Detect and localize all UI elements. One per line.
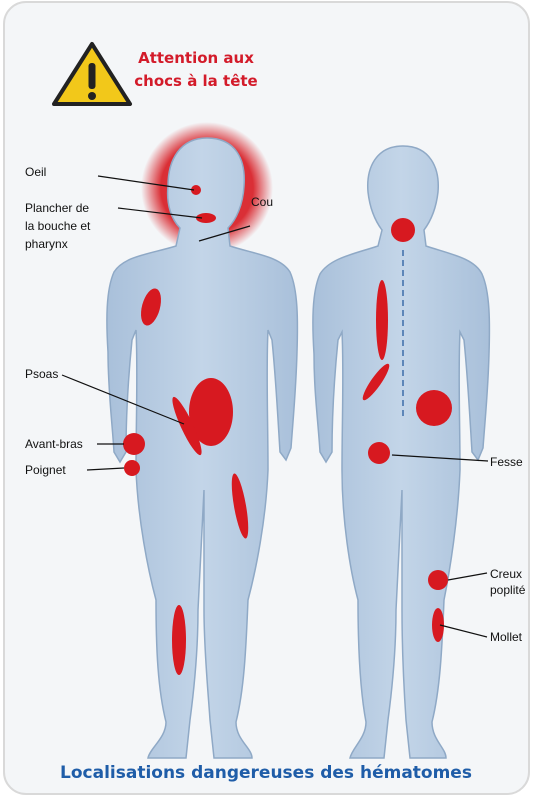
- hematoma-kidney-area: [416, 390, 452, 426]
- label-cou: Cou: [251, 195, 273, 209]
- label-oeil: Oeil: [25, 165, 46, 179]
- hematoma-shin: [172, 605, 186, 675]
- label-plancher-2: la bouche et: [25, 219, 91, 233]
- hematoma-buttock: [368, 442, 390, 464]
- label-creux-2: poplité: [490, 583, 526, 597]
- label-poignet: Poignet: [25, 463, 66, 477]
- hematoma-popliteal: [428, 570, 448, 590]
- hematoma-forearm: [123, 433, 145, 455]
- label-creux-1: Creux: [490, 567, 522, 581]
- hematoma-wrist: [124, 460, 140, 476]
- diagram-caption: Localisations dangereuses des hématomes: [60, 763, 472, 783]
- label-psoas: Psoas: [25, 367, 58, 381]
- label-plancher-1: Plancher de: [25, 201, 89, 215]
- label-mollet: Mollet: [490, 630, 523, 644]
- hematoma-back-muscle: [376, 280, 388, 360]
- label-fesse: Fesse: [490, 455, 523, 469]
- warning-line-2: chocs à la tête: [134, 72, 257, 90]
- warning-line-1: Attention aux: [138, 49, 254, 67]
- label-avant-bras: Avant-bras: [25, 437, 83, 451]
- label-plancher-3: pharynx: [25, 237, 68, 251]
- hematoma-neck-back: [391, 218, 415, 242]
